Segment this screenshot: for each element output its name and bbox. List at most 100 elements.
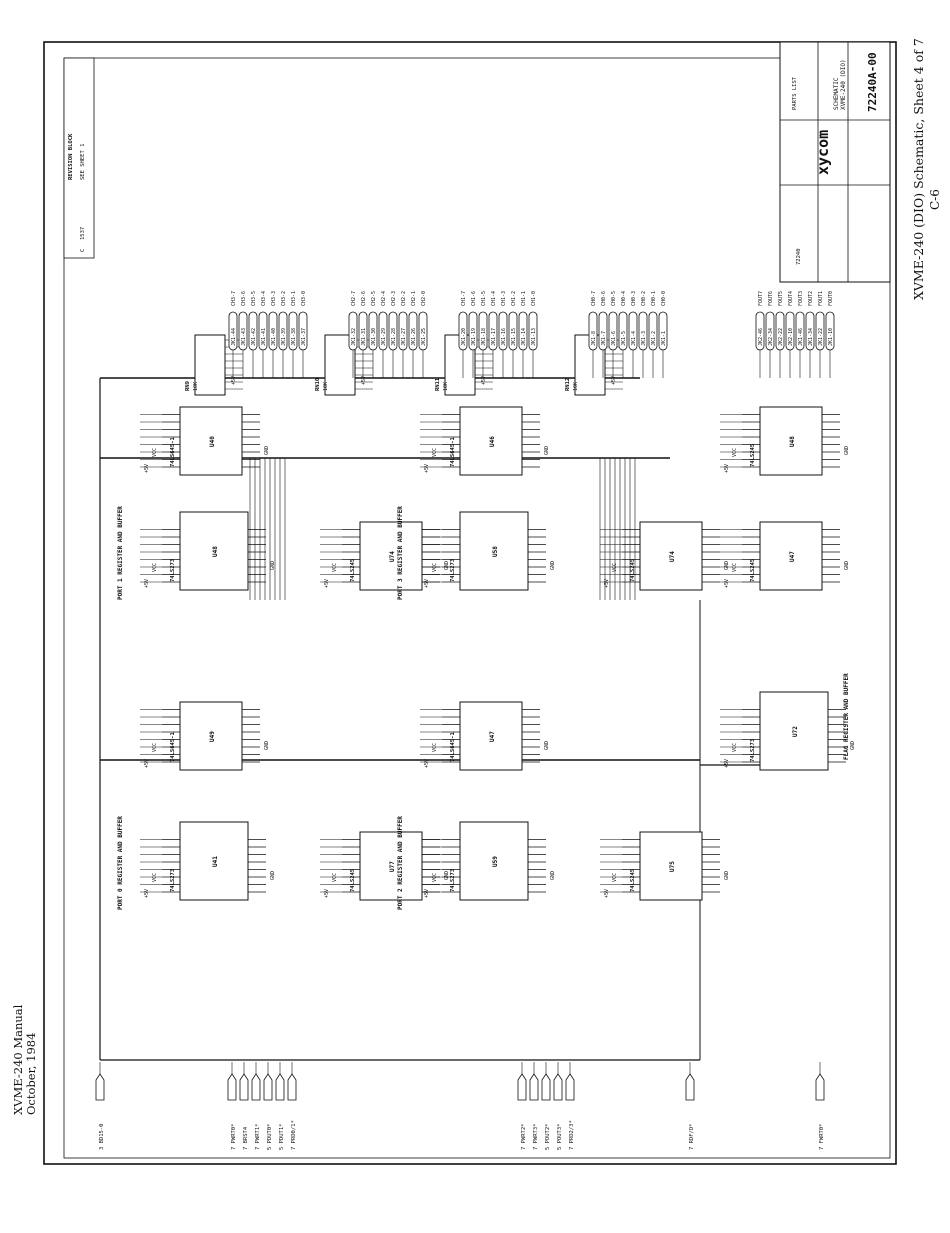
signal-label: CH2-0 <box>421 291 427 306</box>
signal-label: CH0-6 <box>601 291 607 306</box>
vcc-supply: +5V <box>424 464 430 473</box>
input-port0-1: 7 BRST4 <box>239 1062 249 1150</box>
input-port0-4: 5 PDUT1* <box>275 1062 285 1150</box>
chip-id: U74 <box>669 551 676 562</box>
input-arrow <box>565 1073 575 1101</box>
signal-label: CH0-0 <box>661 291 667 306</box>
chip-type: 74LS273 <box>450 559 456 582</box>
connector-label: JK1-34 <box>808 328 814 346</box>
chip-body <box>179 511 249 591</box>
input-label: 7 PWRT0* <box>231 1124 237 1151</box>
connector-label: JK1-30 <box>371 328 377 346</box>
connector-label: JK1-37 <box>301 328 307 346</box>
connector-label: JK1-5 <box>621 331 627 346</box>
gnd-label: GND <box>550 561 556 570</box>
rn-value: 10K <box>573 382 579 391</box>
connector-label: JK2-10 <box>788 328 794 346</box>
chip-id: U49 <box>209 731 216 742</box>
connector-label: JK1-41 <box>261 328 267 346</box>
vcc-supply: +5V <box>724 464 730 473</box>
chip-body <box>179 821 249 901</box>
input-port0-3: 5 PDUT0* <box>263 1062 273 1150</box>
connector-label: JK1-28 <box>391 328 397 346</box>
input-label: 7 BRST4 <box>243 1126 249 1150</box>
connector-label: JK1-38 <box>291 328 297 346</box>
input-label: 5 POUT3* <box>557 1124 563 1151</box>
chip-type: 74LS273 <box>450 869 456 892</box>
gnd-label: GND <box>444 871 450 880</box>
rn-supply: +5V <box>231 376 237 385</box>
signal-label: CH1-5 <box>481 291 487 306</box>
manual-footer: XVME-240 Manual October, 1984 <box>11 1005 38 1115</box>
vcc-label: VCC <box>152 743 158 752</box>
connector-label: JK1-19 <box>471 328 477 346</box>
vcc-supply: +5V <box>324 889 330 898</box>
signal-label: FOUT7 <box>758 291 764 306</box>
drawing-frame <box>43 41 897 1165</box>
input-arrow <box>517 1073 527 1101</box>
signal-label: CH3-3 <box>271 291 277 306</box>
signal-label: CH1-6 <box>471 291 477 306</box>
input-arrow <box>95 1073 105 1101</box>
chip-type: 74LS245 <box>750 444 756 467</box>
chip-body <box>459 821 529 901</box>
input-label: 7 PRD2/3* <box>569 1120 575 1150</box>
rev-outline <box>63 57 95 259</box>
company-logo: xycom <box>814 130 832 175</box>
rn-value: 10K <box>443 382 449 391</box>
input-label: 7 RDF/D* <box>689 1124 695 1151</box>
vcc-label: VCC <box>432 873 438 882</box>
connector-label: JK1-25 <box>421 328 427 346</box>
manual-date: October, 1984 <box>24 1032 38 1115</box>
chip-id: U58 <box>492 546 499 557</box>
section-port1: PORT 1 REGISTER AND BUFFER <box>117 506 124 600</box>
vcc-label: VCC <box>612 563 618 572</box>
vcc-supply: +5V <box>144 759 150 768</box>
connector-label: JK1-46 <box>798 328 804 346</box>
vcc-label: VCC <box>612 873 618 882</box>
signal-label: FOUT1 <box>818 291 824 306</box>
chip-body <box>459 701 523 771</box>
input-arrow <box>685 1073 695 1101</box>
chip-id: U74 <box>389 551 396 562</box>
section-port3: PORT 3 REGISTER AND BUFFER <box>397 506 404 600</box>
connector-label: JK2-46 <box>758 328 764 346</box>
chip-id: U48 <box>789 436 796 447</box>
rn-id: RN12 <box>565 378 571 391</box>
vcc-supply: +5V <box>424 579 430 588</box>
chip-type: 74LS273 <box>750 739 756 762</box>
rev-eco: 1537 <box>80 227 86 240</box>
input-label: 7 PWRT1* <box>255 1124 261 1151</box>
connector-label: JK1-17 <box>491 328 497 346</box>
connector-label: JK1-40 <box>271 328 277 346</box>
chip-type: 74LS245 <box>630 869 636 892</box>
connector-label: JK1-42 <box>251 328 257 346</box>
chip-type: 74LS245 <box>350 869 356 892</box>
signal-label: FOUT2 <box>808 291 814 306</box>
signal-label: CH1-2 <box>511 291 517 306</box>
chip-body <box>759 521 823 591</box>
chip-type: 74LS273 <box>170 869 176 892</box>
output-group-5: JK2-46FOUT7JK2-34FOUT6JK2-22FOUT5JK2-10F… <box>755 291 835 378</box>
signal-label: FOUT0 <box>828 291 834 306</box>
vcc-supply: +5V <box>144 579 150 588</box>
gnd-label: GND <box>550 871 556 880</box>
input-label: 7 PWRT2* <box>521 1124 527 1151</box>
connector-label: JK1-39 <box>281 328 287 346</box>
connector-label: JK1-7 <box>601 331 607 346</box>
rn-id: RN10 <box>315 378 321 391</box>
signal-label: CH2-6 <box>361 291 367 306</box>
vcc-label: VCC <box>332 873 338 882</box>
